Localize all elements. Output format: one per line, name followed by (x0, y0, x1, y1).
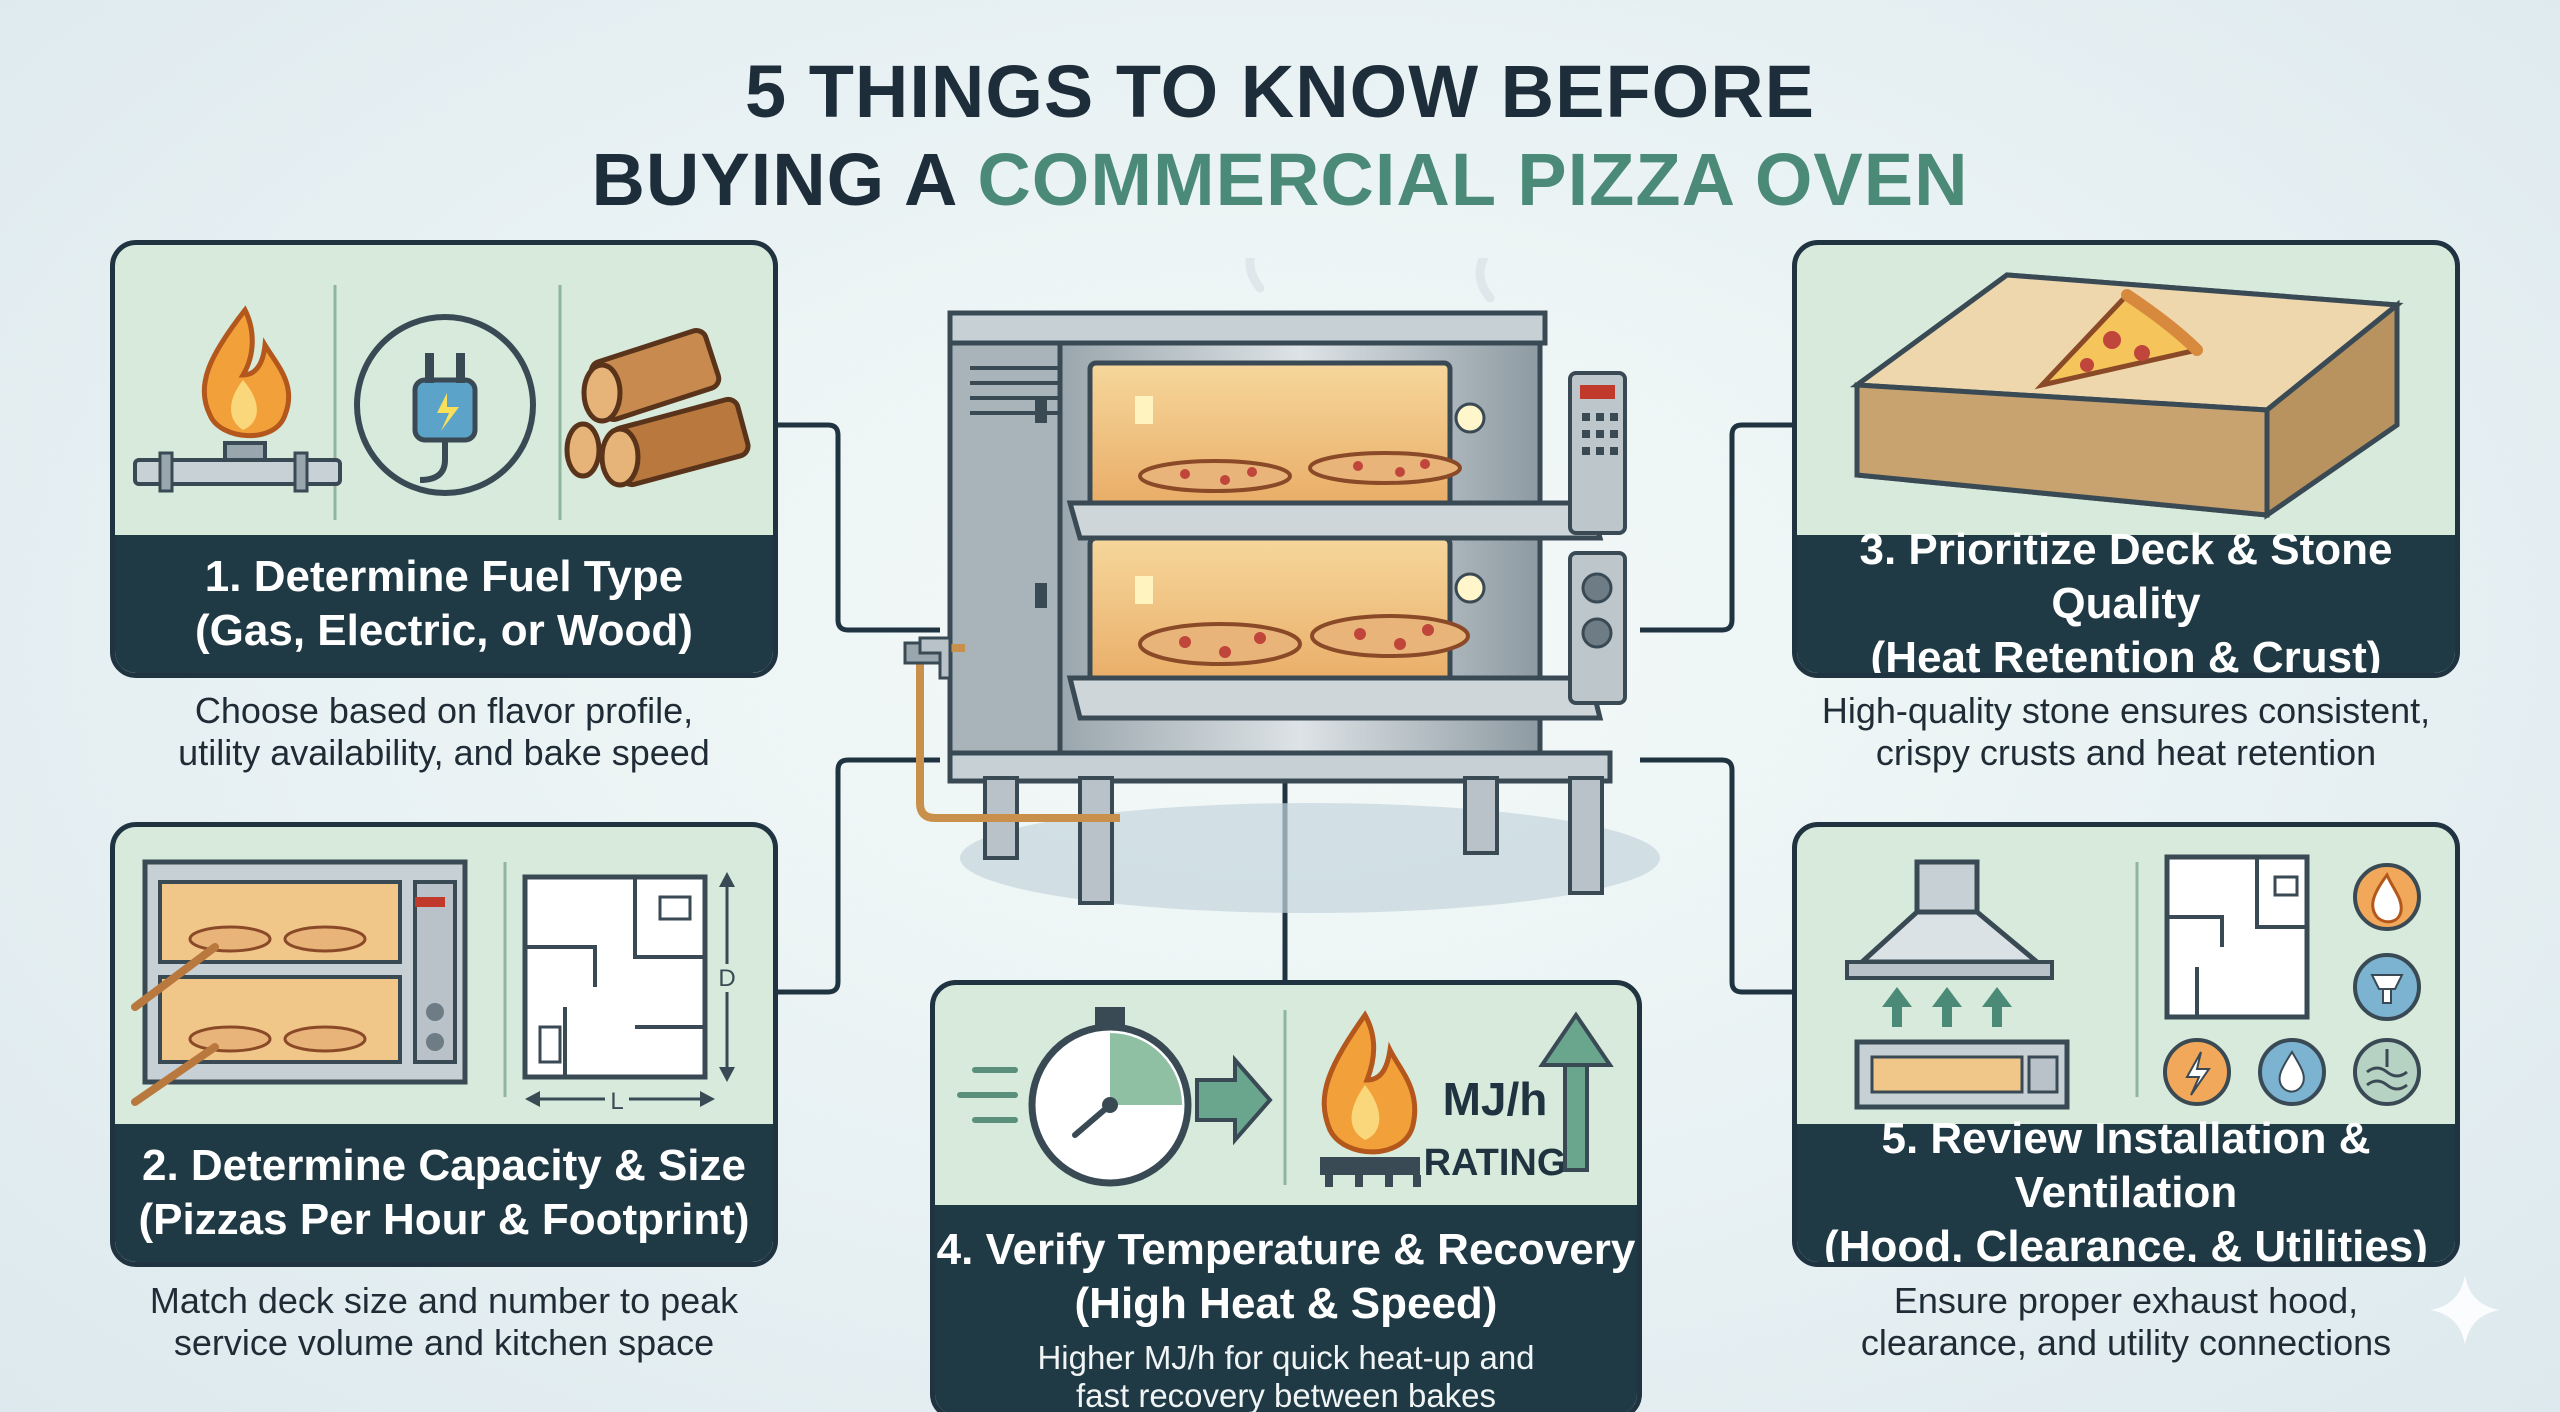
card-1-heading: 1. Determine Fuel Type (Gas, Electric, o… (115, 535, 773, 673)
pizza-slice-icon (2034, 289, 2203, 390)
card-5-description: Ensure proper exhaust hood, clearance, a… (1792, 1280, 2460, 1364)
card-5-heading: 5. Review Installation & Ventilation (Ho… (1797, 1114, 2455, 1262)
dimension-l-label: L (610, 1088, 623, 1115)
rating-unit-label: MJ/h (1443, 1073, 1548, 1125)
card-3-description-line-2: crispy crusts and heat retention (1875, 732, 2377, 773)
fire-badge-icon (2353, 863, 2421, 931)
card-2-heading-line-1: 2. Determine Capacity & Size (141, 1141, 746, 1190)
card-1-heading-line-1: 1. Determine Fuel Type (204, 552, 684, 601)
pizza-oven-icon (903, 258, 1660, 913)
gas-flame-icon (133, 305, 342, 493)
title-line-2-prefix: BUYING A (591, 138, 956, 221)
page-title: 5 THINGS TO KNOW BEFORE BUYING A COMMERC… (0, 48, 2560, 224)
water-badge-icon (2258, 1038, 2326, 1106)
title-line-2-accent: COMMERCIAL PIZZA OVEN (977, 138, 1969, 221)
card-1-heading-line-2: (Gas, Electric, or Wood) (195, 606, 693, 655)
power-badge-icon (2163, 1038, 2231, 1106)
card-2-heading: 2. Determine Capacity & Size (Pizzas Per… (115, 1124, 773, 1262)
sparkle-icon (2430, 1275, 2500, 1345)
floor-plan-icon: D L (522, 872, 741, 1115)
title-line-2: BUYING A COMMERCIAL PIZZA OVEN (0, 136, 2560, 224)
card-fuel-type: 1. Determine Fuel Type (Gas, Electric, o… (110, 240, 778, 678)
card-5-description-line-1: Ensure proper exhaust hood, (1893, 1280, 2359, 1321)
card-2-description-line-2: service volume and kitchen space (173, 1322, 715, 1363)
card-4-description-line-2: fast recovery between bakes (1075, 1377, 1497, 1412)
card-5-heading-line-2: (Hood, Clearance, & Utilities) (1824, 1222, 2428, 1267)
card-3-heading: 3. Prioritize Deck & Stone Quality (Heat… (1797, 525, 2455, 673)
card-2-description: Match deck size and number to peak servi… (110, 1280, 778, 1364)
card-5-heading-line-1: 5. Review Installation & Ventilation (1881, 1114, 2371, 1217)
flame-burner-icon (1320, 1010, 1421, 1187)
card-3-heading-line-1: 3. Prioritize Deck & Stone Quality (1859, 525, 2393, 628)
card-temperature-recovery: MJ/h RATING 4. Verify Temperature & Reco… (930, 980, 1642, 1412)
title-line-1: 5 THINGS TO KNOW BEFORE (744, 50, 1816, 133)
card-5-description-line-2: clearance, and utility connections (1860, 1322, 2392, 1363)
card-deck-stone: 3. Prioritize Deck & Stone Quality (Heat… (1792, 240, 2460, 678)
card-capacity-size: D L 2. Determine Capacity & Size (Pizzas… (110, 822, 778, 1267)
gas-badge-icon (2353, 1038, 2421, 1106)
card-4-heading: 4. Verify Temperature & Recovery (High H… (935, 1205, 1637, 1412)
fuel-icons (133, 285, 751, 520)
card-3-description-line-1: High-quality stone ensures consistent, (1821, 690, 2431, 731)
electric-plug-icon (354, 314, 536, 496)
card-4-description: Higher MJ/h for quick heat-up and fast r… (935, 1339, 1637, 1412)
card-2-description-line-1: Match deck size and number to peak (149, 1280, 739, 1321)
vent-badge-icon (2353, 953, 2421, 1021)
card-3-description: High-quality stone ensures consistent, c… (1792, 690, 2460, 774)
capacity-icons: D L (131, 859, 741, 1115)
exhaust-hood-icon (1845, 859, 2070, 1110)
rating-up-arrow-icon (1538, 1011, 1614, 1172)
dimension-d-label: D (718, 965, 735, 992)
card-1-description-line-2: utility availability, and bake speed (178, 732, 710, 773)
firewood-icon (564, 328, 751, 488)
card-2-heading-line-2: (Pizzas Per Hour & Footprint) (138, 1195, 750, 1244)
card-1-description-line-1: Choose based on flavor profile, (194, 690, 694, 731)
card-installation-ventilation: 5. Review Installation & Ventilation (Ho… (1792, 822, 2460, 1267)
pizza-stone-icon (1849, 272, 2404, 520)
temperature-icons: MJ/h RATING (957, 1007, 1614, 1187)
card-3-heading-line-2: (Heat Retention & Crust) (1870, 633, 2382, 678)
installation-icons (1845, 854, 2421, 1110)
card-1-description: Choose based on flavor profile, utility … (110, 690, 778, 774)
card-4-description-line-1: Higher MJ/h for quick heat-up and (1037, 1339, 1535, 1376)
card-4-heading-line-1: 4. Verify Temperature & Recovery (936, 1225, 1636, 1274)
card-4-heading-line-2: (High Heat & Speed) (1074, 1279, 1498, 1328)
stopwatch-icon (957, 1007, 1273, 1187)
pizza-oven-icon (131, 859, 468, 1106)
rating-label: RATING (1424, 1142, 1567, 1184)
floor-plan-icon (2164, 854, 2310, 1020)
